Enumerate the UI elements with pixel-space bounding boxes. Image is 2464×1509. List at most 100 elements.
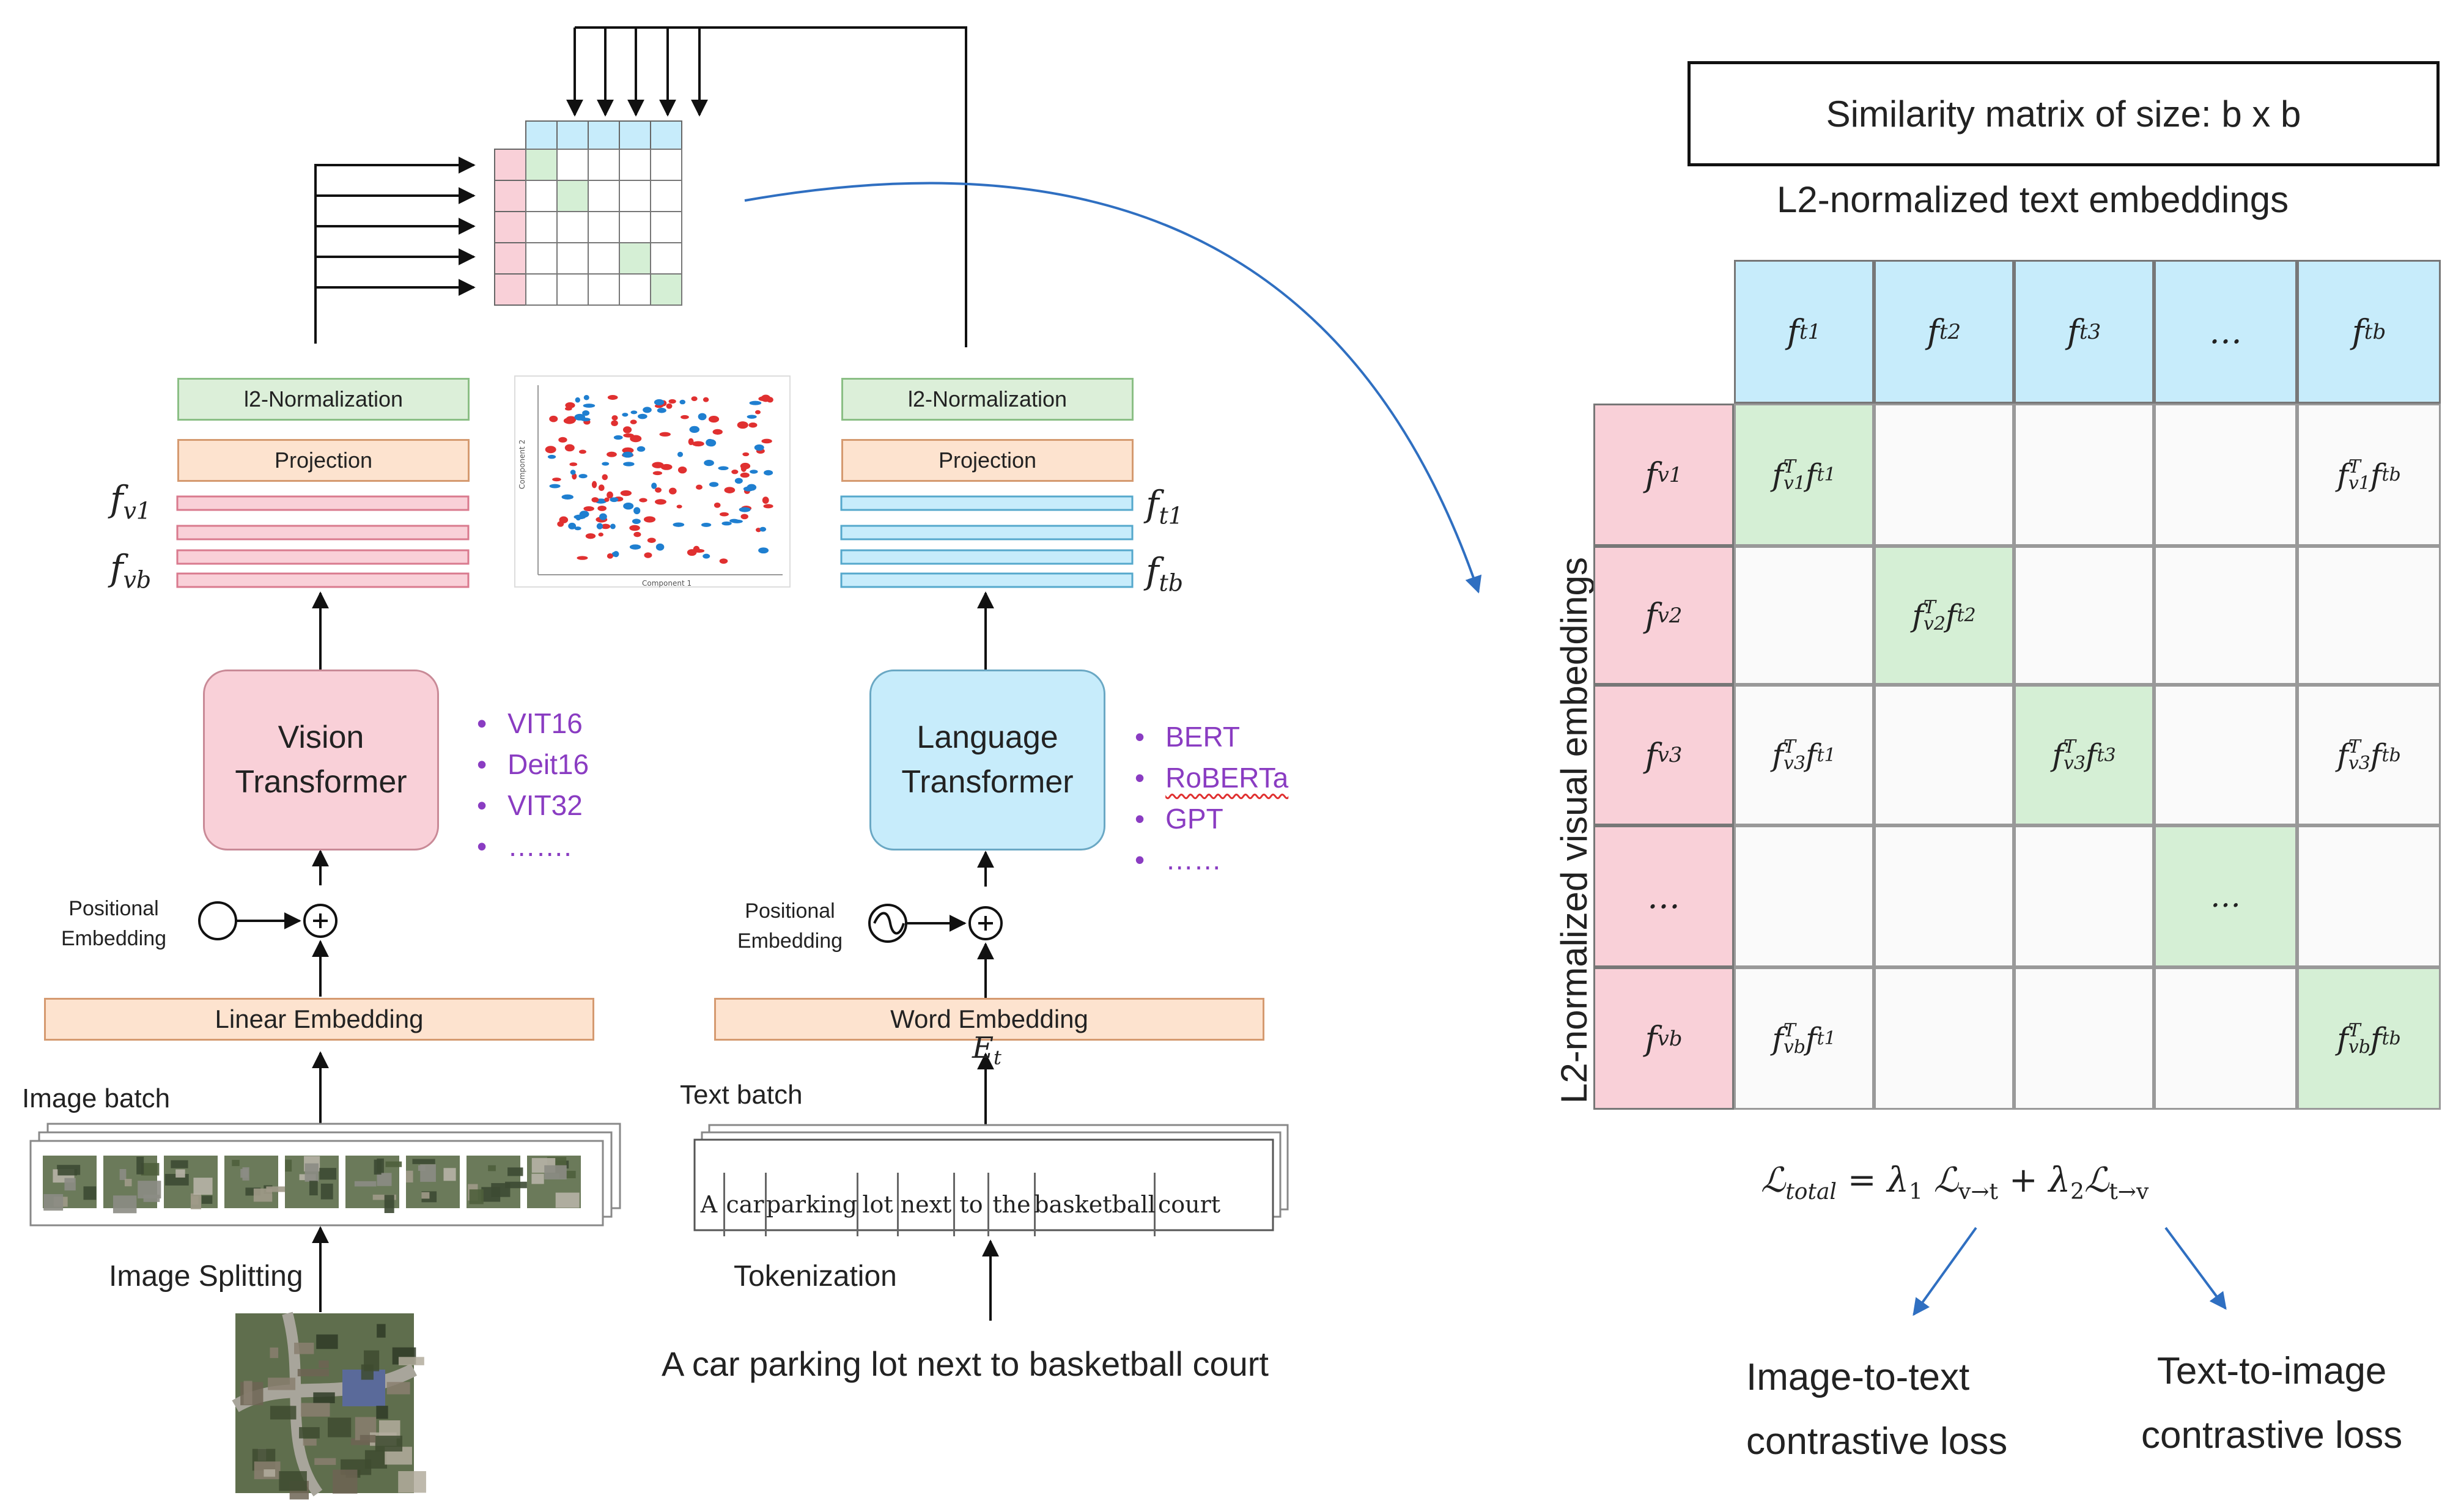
scatter-point: [585, 533, 596, 539]
linear-embedding-block: Linear Embedding: [44, 998, 594, 1041]
mini-cell: [525, 211, 558, 243]
scatter-point: [701, 523, 712, 527]
scatter-point: [759, 526, 767, 532]
scatter-point: [574, 514, 586, 520]
scatter-point: [742, 452, 750, 457]
matrix-row-title: L2-normalized visual embeddings: [1554, 557, 1595, 1104]
vision-feature-last: fvb: [110, 547, 152, 594]
matrix-cell-4-1: [1874, 967, 2014, 1110]
scatter-point: [565, 402, 575, 408]
scatter-point: [659, 432, 671, 437]
scatter-point: [644, 552, 652, 558]
mini-similarity-matrix: [494, 120, 682, 306]
matrix-cell-4-3: [2154, 967, 2297, 1110]
scatter-point: [578, 474, 588, 479]
scatter-point: [655, 487, 662, 493]
language-feature-first: ft1: [1146, 483, 1183, 529]
scatter-point: [681, 415, 689, 419]
scatter-point: [575, 397, 580, 403]
vision-feature-first: fv1: [110, 478, 152, 525]
scatter-point: [643, 407, 652, 413]
mini-row-header: [494, 149, 526, 181]
scatter-point: [739, 507, 751, 512]
bullet-icon: •: [477, 789, 487, 821]
mini-row-header: [494, 273, 526, 306]
scatter-point: [607, 395, 618, 400]
top-feedback-lines: [566, 26, 967, 347]
scatter-point: [724, 487, 736, 493]
scatter-point: [657, 407, 666, 413]
scatter-point: [561, 494, 574, 500]
bullet-icon: •: [1135, 844, 1145, 876]
mini-row-header: [494, 180, 526, 212]
text-to-image-loss-label: Text-to-image contrastive loss: [2141, 1350, 2403, 1457]
scatter-point: [758, 396, 767, 401]
scatter-point: [610, 523, 616, 529]
scatter-point: [629, 525, 640, 531]
scatter-point: [712, 429, 723, 435]
matrix-cell-3-4: [2297, 825, 2441, 967]
mini-col-header: [619, 120, 651, 150]
mini-col-header: [556, 120, 589, 150]
matrix-cell-3-0: [1734, 825, 1874, 967]
scatter-point: [737, 421, 748, 429]
mini-cell: [619, 211, 651, 243]
vision-l2-normalization: l2-Normalization: [177, 378, 470, 421]
mini-cell: [650, 211, 682, 243]
scatter-point: [714, 502, 721, 508]
scatter-point: [569, 462, 578, 467]
scatter-point: [694, 548, 705, 553]
language-l2-normalization: l2-Normalization: [841, 378, 1134, 421]
matrix-cell-3-2: [2014, 825, 2154, 967]
language-flow-arrows: [868, 591, 1003, 1321]
language-feature-last: ftb: [1146, 550, 1184, 597]
scatter-point: [679, 399, 686, 405]
language-variant-1: •RoBERTa: [1135, 762, 1289, 794]
scatter-point: [698, 413, 707, 421]
vision-row-arrows: [314, 157, 476, 344]
language-embedding-bars: [840, 495, 1134, 588]
matrix-title-box: Similarity matrix of size: b x b: [1688, 61, 2440, 166]
matrix-cell-3-1: [1874, 825, 2014, 967]
scatter-point: [552, 478, 561, 482]
mini-cell: [556, 242, 589, 275]
matrix-cell-0-2: [2014, 404, 2154, 546]
scatter-point: [545, 446, 556, 454]
language-variant-2: •GPT: [1135, 803, 1223, 835]
mini-cell: [650, 180, 682, 212]
scatter-x-label: Component 1: [642, 579, 692, 588]
scatter-point: [591, 497, 599, 503]
scatter-point: [636, 446, 646, 452]
bullet-icon: •: [477, 707, 487, 739]
matrix-col-header-3: …: [2154, 260, 2297, 404]
mini-cell: [556, 273, 589, 306]
matrix-cell-0-3: [2154, 404, 2297, 546]
scatter-point: [577, 556, 588, 560]
mini-cell: [588, 242, 620, 275]
scatter-point: [623, 502, 634, 510]
matrix-cell-4-2: [2014, 967, 2154, 1110]
scatter-point: [604, 497, 610, 502]
scatter-point: [558, 437, 567, 443]
image-splitting-label: Image Splitting: [109, 1260, 303, 1293]
scatter-point: [643, 516, 656, 523]
scatter-point: [557, 521, 564, 527]
scatter-point: [740, 472, 750, 478]
scatter-point: [677, 451, 684, 457]
matrix-cell-3-3: …: [2154, 825, 2297, 967]
scatter-y-label: Component 2: [518, 440, 526, 489]
matrix-row-header-3: …: [1593, 825, 1734, 967]
language-variant-0: •BERT: [1135, 721, 1240, 753]
scatter-point: [749, 400, 762, 405]
scatter-point: [611, 415, 618, 421]
scatter-point: [578, 449, 586, 454]
scatter-point: [607, 451, 617, 457]
vision-variant-0: •VIT16: [477, 707, 583, 739]
